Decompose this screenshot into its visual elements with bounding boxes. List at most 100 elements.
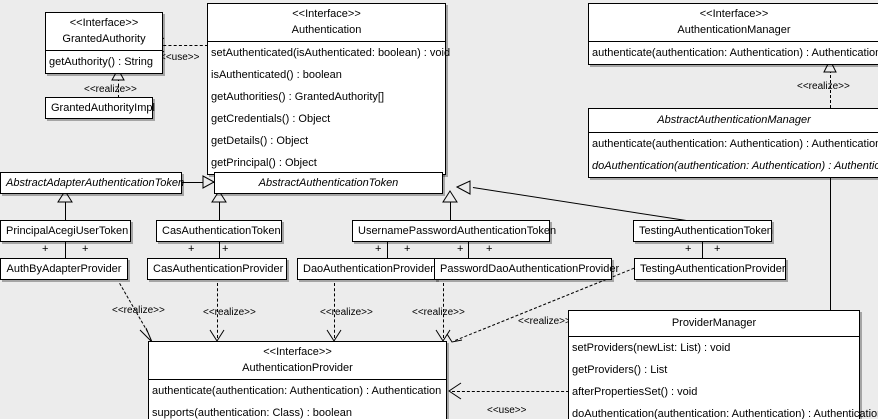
class-header-cas-authentication-provider: CasAuthenticationProvider — [148, 259, 286, 279]
generalization-line-tat-aat — [472, 187, 696, 223]
members-abstract-authentication-manager: authenticate(authentication: Authenticat… — [589, 133, 878, 177]
member-am-authenticate: authenticate(authentication: Authenticat… — [592, 47, 878, 59]
class-granted-authority[interactable]: <<Interface>> GrantedAuthority getAuthor… — [45, 12, 163, 74]
use-label-auth-ga: <<use>> — [160, 52, 200, 63]
class-provider-manager[interactable]: ProviderManager setProviders(newList: Li… — [568, 310, 878, 419]
members-provider-manager: setProviders(newList: List) : void getPr… — [569, 337, 878, 419]
realize-label-cap-ap: <<realize>> — [203, 307, 256, 318]
realize-line-pdaop-ap — [443, 283, 444, 338]
class-header-authentication-manager: <<Interface>> AuthenticationManager — [589, 4, 878, 42]
class-name-provider-manager: ProviderManager — [671, 317, 757, 329]
member-aam-authenticate: authenticate(authentication: Authenticat… — [592, 138, 878, 150]
class-name-abstract-authentication-token: AbstractAuthenticationToken — [258, 177, 399, 189]
class-authentication-provider[interactable]: <<Interface>> AuthenticationProvider aut… — [148, 341, 447, 419]
class-header-password-dao-authentication-provider: PasswordDaoAuthenticationProvider — [435, 259, 620, 279]
class-testing-authentication-token[interactable]: TestingAuthenticationToken — [633, 220, 773, 242]
class-username-password-authentication-token[interactable]: UsernamePasswordAuthenticationToken — [352, 220, 557, 242]
class-auth-by-adapter-provider[interactable]: AuthByAdapterProvider — [0, 258, 128, 280]
class-cas-authentication-provider[interactable]: CasAuthenticationProvider — [147, 258, 287, 280]
assoc-marker-cas-right: + — [222, 243, 229, 255]
member-ap-supports: supports(authentication: Class) : boolea… — [152, 407, 352, 419]
class-authentication[interactable]: <<Interface>> Authentication setAuthenti… — [207, 3, 451, 175]
class-name-username-password-authentication-token: UsernamePasswordAuthenticationToken — [358, 225, 557, 237]
assoc-marker-upa-3: + — [457, 243, 464, 255]
generalization-line-pau-adapter — [65, 196, 66, 220]
realize-label-abap-ap: <<realize>> — [112, 305, 165, 316]
member-get-principal: getPrincipal() : Object — [211, 157, 317, 169]
class-header-abstract-adapter-authentication-token: AbstractAdapterAuthenticationToken — [1, 173, 184, 193]
stereotype-interface: <<Interface>> — [69, 17, 139, 29]
class-header-dao-authentication-provider: DaoAuthenticationProvider — [298, 259, 436, 279]
assoc-marker-upa-1: + — [375, 243, 382, 255]
assoc-marker-pau-right: + — [82, 243, 89, 255]
generalization-line-upa-aat — [450, 196, 451, 220]
realize-line-aam-am — [830, 70, 831, 108]
class-name-dao-authentication-provider: DaoAuthenticationProvider — [303, 263, 434, 275]
use-line-pm-ap — [452, 391, 574, 392]
class-cas-authentication-token[interactable]: CasAuthenticationToken — [156, 220, 282, 242]
assoc-marker-pau-left: + — [42, 243, 49, 255]
stereotype-interface: <<Interface>> — [699, 8, 769, 20]
generalization-arrowhead-tat — [455, 180, 471, 195]
use-line-auth-ga — [158, 45, 208, 46]
member-pm-get-providers: getProviders() : List — [572, 364, 668, 376]
member-is-authenticated: isAuthenticated() : boolean — [211, 69, 342, 81]
assoc-line-upa-daop — [387, 240, 388, 258]
class-abstract-authentication-token[interactable]: AbstractAuthenticationToken — [214, 172, 443, 194]
class-header-username-password-authentication-token: UsernamePasswordAuthenticationToken — [353, 221, 557, 241]
member-get-credentials: getCredentials() : Object — [211, 113, 331, 125]
stereotype-interface: <<Interface>> — [292, 8, 361, 20]
realize-label-tap-ap: <<realize>> — [518, 316, 571, 327]
member-aam-do-authentication: doAuthentication(authentication: Authent… — [592, 160, 878, 172]
class-header-granted-authority: <<Interface>> GrantedAuthority — [46, 13, 162, 51]
member-pm-after-properties-set: afterPropertiesSet() : void — [572, 386, 698, 398]
class-name-granted-authority: GrantedAuthority — [62, 33, 146, 45]
assoc-marker-upa-2: + — [404, 243, 411, 255]
class-name-authentication-manager: AuthenticationManager — [677, 24, 791, 36]
class-abstract-adapter-authentication-token[interactable]: AbstractAdapterAuthenticationToken — [0, 172, 184, 194]
class-name-authentication-provider: AuthenticationProvider — [242, 362, 353, 374]
generalization-line-pm-aam — [830, 172, 831, 310]
realize-label-gai-ga: <<realize>> — [84, 84, 137, 95]
realize-label-daop-ap: <<realize>> — [320, 307, 373, 318]
class-header-provider-manager: ProviderManager — [569, 311, 859, 337]
assoc-line-pau-abap — [65, 240, 66, 258]
realize-label-aam-am: <<realize>> — [797, 81, 850, 92]
class-header-cas-authentication-token: CasAuthenticationToken — [157, 221, 281, 241]
class-header-granted-authority-impl: GrantedAuthorityImpl — [46, 98, 155, 118]
realize-line-cap-ap — [217, 283, 218, 338]
class-dao-authentication-provider[interactable]: DaoAuthenticationProvider — [297, 258, 437, 280]
class-granted-authority-impl[interactable]: GrantedAuthorityImpl — [45, 97, 155, 119]
assoc-marker-upa-4: + — [486, 243, 493, 255]
class-header-abstract-authentication-manager: AbstractAuthenticationManager — [589, 109, 878, 133]
assoc-line-upa-pdaop — [468, 240, 469, 258]
class-abstract-authentication-manager[interactable]: AbstractAuthenticationManager authentica… — [588, 108, 878, 178]
class-name-authentication: Authentication — [291, 24, 362, 36]
class-testing-authentication-provider[interactable]: TestingAuthenticationProvider — [634, 258, 786, 280]
class-header-auth-by-adapter-provider: AuthByAdapterProvider — [1, 259, 127, 279]
class-name-password-dao-authentication-provider: PasswordDaoAuthenticationProvider — [440, 263, 620, 275]
class-header-authentication: <<Interface>> Authentication — [208, 4, 445, 42]
assoc-marker-tat-right: + — [714, 243, 721, 255]
class-header-principal-acegi-user-token: PrincipalAcegiUserToken — [1, 221, 130, 241]
member-get-authorities: getAuthorities() : GrantedAuthority[] — [211, 91, 385, 103]
realize-label-pdaop-ap: <<realize>> — [412, 307, 465, 318]
class-name-testing-authentication-token: TestingAuthenticationToken — [639, 225, 773, 237]
member-pm-set-providers: setProviders(newList: List) : void — [572, 342, 731, 354]
member-set-authenticated: setAuthenticated(isAuthenticated: boolea… — [211, 47, 451, 59]
use-label-pm-ap: <<use>> — [487, 405, 527, 416]
realize-line-gai-ga — [118, 78, 119, 98]
stereotype-interface: <<Interface>> — [263, 346, 332, 358]
class-name-granted-authority-impl: GrantedAuthorityImpl — [51, 102, 155, 114]
class-name-testing-authentication-provider: TestingAuthenticationProvider — [640, 263, 786, 275]
member-get-details: getDetails() : Object — [211, 135, 309, 147]
generalization-line-adapter-token — [182, 182, 214, 183]
class-authentication-manager[interactable]: <<Interface>> AuthenticationManager auth… — [588, 3, 878, 65]
class-password-dao-authentication-provider[interactable]: PasswordDaoAuthenticationProvider — [434, 258, 620, 280]
class-name-principal-acegi-user-token: PrincipalAcegiUserToken — [6, 225, 129, 237]
member-pm-do-authentication: doAuthentication(authentication: Authent… — [572, 408, 878, 419]
class-principal-acegi-user-token[interactable]: PrincipalAcegiUserToken — [0, 220, 131, 242]
class-header-authentication-provider: <<Interface>> AuthenticationProvider — [149, 342, 446, 380]
class-name-cas-authentication-provider: CasAuthenticationProvider — [153, 263, 284, 275]
